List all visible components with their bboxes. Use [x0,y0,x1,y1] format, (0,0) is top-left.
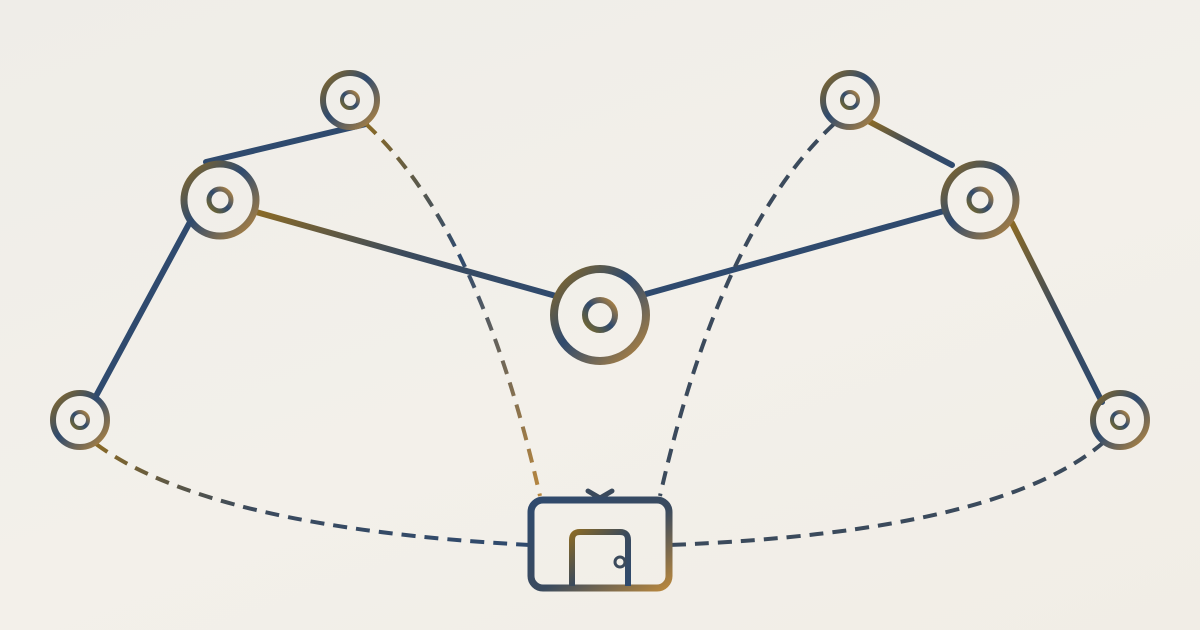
target-center-icon [966,186,994,214]
target-center-icon [1110,410,1130,430]
link-upper-right-top-right [867,119,955,168]
far-right-node[interactable] [1090,390,1150,450]
link-upper-left-top-left [203,121,369,165]
top-right-node[interactable] [820,70,880,130]
target-ring-icon [320,70,380,130]
upper-left-node[interactable] [180,160,260,240]
target-center-icon [70,410,90,430]
top-left-node[interactable] [320,70,380,130]
target-ring-icon [50,390,110,450]
dashed-link-top-left-device [364,122,542,497]
door-knob-icon [613,555,627,569]
dashed-link-far-right-device [669,440,1106,547]
center-hub-node[interactable] [550,265,650,365]
link-upper-right-far-right [1009,220,1105,405]
target-center-icon [206,186,234,214]
dashed-links [94,122,1106,547]
target-ring-icon [550,265,650,365]
link-hub-upper-right [643,208,947,297]
far-left-node[interactable] [50,390,110,450]
dashed-link-far-left-device [94,442,531,547]
target-ring-icon [820,70,880,130]
link-hub-upper-left [253,209,559,299]
door-icon [569,529,631,586]
upper-right-node[interactable] [940,160,1020,240]
dashed-link-top-right-device [658,122,836,497]
target-ring-icon [180,160,260,240]
target-ring-icon [1090,390,1150,450]
tv-frame-icon [527,496,673,592]
target-center-icon [340,90,360,110]
target-center-icon [840,90,860,110]
target-ring-icon [940,160,1020,240]
door-device-node[interactable] [527,488,673,592]
link-upper-left-far-left [93,219,193,399]
solid-links [93,119,1105,405]
target-center-icon [582,297,618,333]
